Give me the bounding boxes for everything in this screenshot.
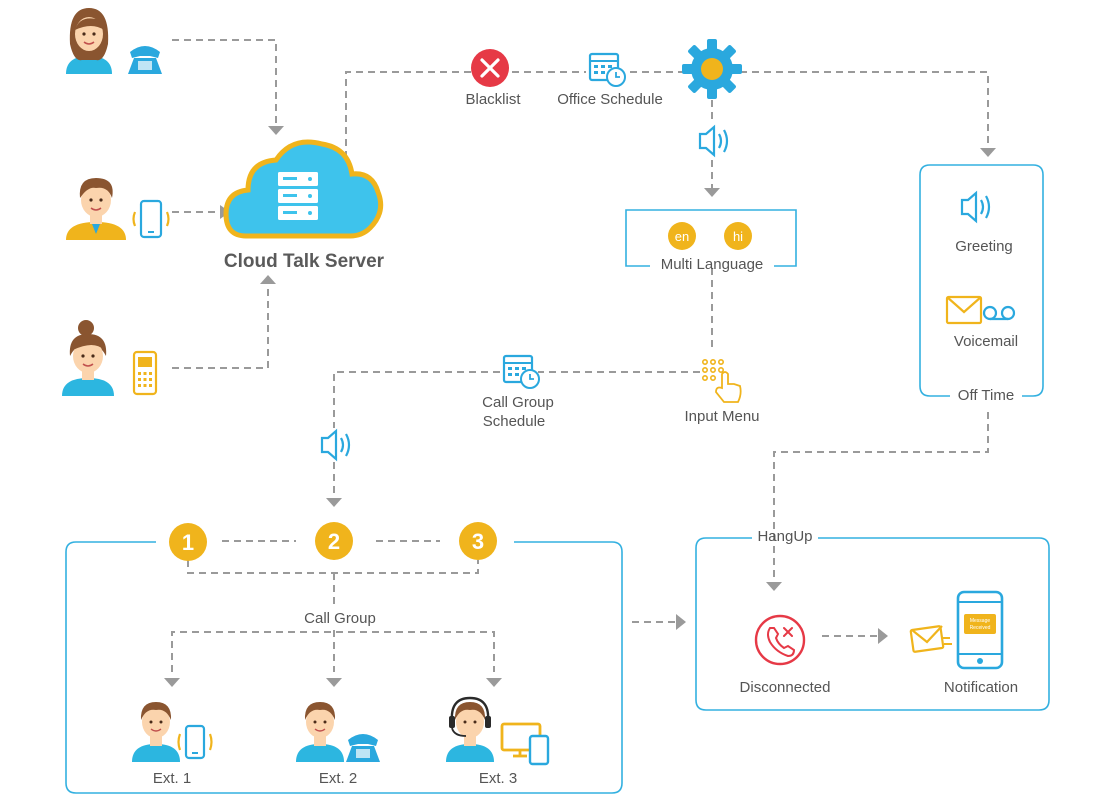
arrow-head: [486, 678, 502, 687]
input-menu-node: Input Menu: [684, 358, 760, 425]
desk-phone-icon: [346, 734, 380, 762]
language-badge-en: [668, 222, 696, 250]
blacklist-node: Blacklist: [465, 49, 521, 108]
extension-2: Ext. 2: [296, 702, 380, 787]
input-menu-label: Input Menu: [684, 408, 759, 425]
man-avatar-icon: [296, 702, 344, 762]
call-group-schedule-label-line2: Schedule: [483, 413, 546, 430]
arrow-head: [704, 188, 720, 197]
arrow-head: [164, 678, 180, 687]
notification-phone-icon: Message Received: [956, 590, 1004, 670]
language-en-label: en: [675, 229, 689, 244]
call-disconnected-icon: [754, 614, 806, 666]
arrow-head: [326, 498, 342, 507]
keypad-phone-icon: [132, 350, 158, 396]
voicemail-icon: [945, 295, 1016, 325]
settings-gear-icon: [682, 39, 742, 99]
speaker-icon: [698, 124, 729, 158]
cloud-server-icon: [223, 139, 384, 239]
multi-language-box: en hi Multi Language: [625, 209, 797, 273]
woman-avatar-icon: [66, 178, 126, 240]
call-group-schedule-node: Call Group Schedule: [482, 354, 554, 430]
svg-text:Received: Received: [970, 625, 991, 631]
hangup-label: HangUp: [757, 528, 812, 545]
calendar-clock-icon: [502, 354, 540, 389]
group-number-2: 2: [315, 522, 353, 560]
blacklist-label: Blacklist: [465, 91, 521, 108]
arrow-head: [676, 614, 686, 630]
mobile-phone-icon: [177, 724, 213, 760]
arrow-heads: [164, 126, 996, 687]
mobile-phone-icon: [132, 199, 170, 239]
svg-text:Message: Message: [970, 618, 991, 624]
server-rack-icon: [278, 172, 318, 220]
man-avatar-icon: [132, 702, 180, 762]
call-group-frame: [65, 541, 623, 794]
arrow-head: [326, 678, 342, 687]
group-number-3-label: 3: [472, 529, 484, 554]
extension-3: Ext. 3: [446, 696, 550, 787]
group-number-1-label: 1: [182, 530, 194, 555]
desk-phone-icon: [128, 46, 162, 74]
group-number-3: 3: [459, 522, 497, 560]
connector-cgschedule-speaker: [333, 371, 500, 428]
message-sent-icon: [909, 625, 952, 653]
office-schedule-node: Office Schedule: [557, 52, 663, 108]
off-time-label: Off Time: [958, 387, 1014, 404]
off-time-frame: [919, 164, 1044, 397]
caller-1: [66, 8, 162, 74]
ext-2-label: Ext. 2: [319, 770, 357, 787]
group-number-2-label: 2: [328, 529, 340, 554]
office-schedule-label: Office Schedule: [557, 91, 663, 108]
calendar-clock-icon: [588, 52, 626, 87]
speaker-icon: [320, 428, 351, 462]
hangup-frame: [695, 537, 1050, 711]
woman-avatar-icon: [66, 8, 112, 74]
language-badge-hi: [724, 222, 752, 250]
arrow-head: [766, 582, 782, 591]
language-hi-label: hi: [733, 229, 743, 244]
extension-1: Ext. 1: [132, 702, 213, 787]
call-group-box: 1 2 3 Call Group: [65, 522, 623, 794]
arrow-head: [260, 275, 276, 284]
hangup-box: HangUp Disconnected Message Received Not…: [695, 528, 1050, 711]
arrow-head: [268, 126, 284, 135]
connectors: [171, 39, 989, 672]
connector-server-blacklist: [345, 71, 472, 158]
connector-caller1-server: [172, 39, 277, 128]
multi-language-label: Multi Language: [661, 256, 764, 273]
arrow-head: [980, 148, 996, 157]
server-label: Cloud Talk Server: [224, 251, 385, 272]
computer-devices-icon: [500, 722, 550, 766]
greeting-label: Greeting: [955, 238, 1013, 255]
off-time-box: Greeting Voicemail Off Time: [919, 164, 1044, 404]
call-group-schedule-label-line1: Call Group: [482, 394, 554, 411]
call-group-label: Call Group: [304, 610, 376, 627]
ext-1-label: Ext. 1: [153, 770, 191, 787]
group-number-1: 1: [169, 523, 207, 561]
connector-offtime-hangup: [773, 412, 989, 582]
caller-2: [66, 178, 170, 240]
speaker-icon: [960, 190, 991, 224]
connector-caller3-server: [172, 282, 269, 369]
keypad-touch-icon: [701, 358, 742, 403]
multi-language-frame: [625, 209, 797, 267]
notification-label: Notification: [944, 679, 1018, 696]
ext-3-label: Ext. 3: [479, 770, 517, 787]
caller-3: [62, 320, 158, 396]
connector-gear-offtime: [740, 71, 989, 150]
arrow-head: [878, 628, 888, 644]
connector-numbers-merge: [187, 560, 479, 574]
disconnected-label: Disconnected: [740, 679, 831, 696]
woman-headset-avatar-icon: [62, 320, 114, 396]
headset-agent-avatar-icon: [446, 696, 494, 762]
voicemail-label: Voicemail: [954, 333, 1018, 350]
